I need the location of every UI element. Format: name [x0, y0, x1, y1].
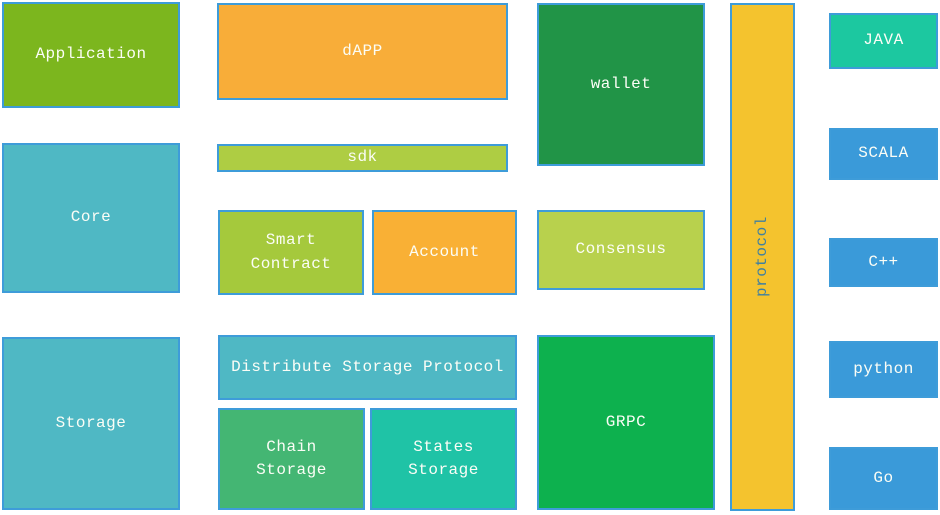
box-distribute-storage-protocol-label: Distribute Storage Protocol [231, 357, 504, 376]
box-chain-storage-label: Chain Storage [256, 437, 327, 479]
box-python: python [829, 341, 938, 398]
box-java: JAVA [829, 13, 938, 69]
box-go-label: Go [873, 468, 894, 487]
box-sdk: sdk [217, 144, 508, 172]
box-wallet: wallet [537, 3, 705, 166]
box-consensus-label: Consensus [575, 240, 667, 259]
box-storage: Storage [2, 337, 180, 510]
box-account: Account [372, 210, 517, 295]
box-dapp-label: dAPP [342, 41, 383, 60]
box-go: Go [829, 447, 938, 510]
box-sdk-label: sdk [347, 148, 378, 167]
box-states-storage-label: States Storage [408, 437, 479, 479]
box-account-label: Account [409, 242, 480, 261]
box-protocol-label: protocol [752, 216, 771, 298]
box-grpc: GRPC [537, 335, 715, 510]
box-wallet-label: wallet [590, 74, 652, 93]
box-cpp: C++ [829, 238, 938, 287]
box-python-label: python [853, 359, 914, 378]
box-states-storage: States Storage [370, 408, 517, 510]
box-protocol: protocol [730, 3, 795, 511]
box-chain-storage: Chain Storage [218, 408, 365, 510]
box-scala-label: SCALA [858, 144, 909, 163]
box-dapp: dAPP [217, 3, 508, 100]
box-core: Core [2, 143, 180, 293]
box-cpp-label: C++ [868, 252, 899, 271]
box-distribute-storage-protocol: Distribute Storage Protocol [218, 335, 517, 400]
box-grpc-label: GRPC [605, 412, 647, 431]
box-smart-contract-label: Smart Contract [250, 231, 332, 273]
box-application-label: Application [35, 45, 147, 64]
box-core-label: Core [70, 208, 112, 227]
box-java-label: JAVA [863, 31, 904, 50]
box-scala: SCALA [829, 128, 938, 180]
box-smart-contract: Smart Contract [218, 210, 364, 295]
box-application: Application [2, 2, 180, 108]
box-consensus: Consensus [537, 210, 705, 290]
box-storage-label: Storage [55, 413, 127, 432]
